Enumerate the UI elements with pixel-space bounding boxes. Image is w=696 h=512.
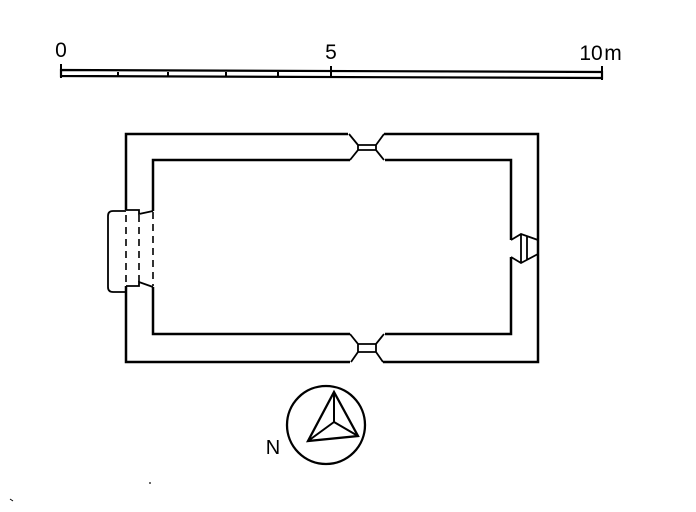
inner-wall [151, 158, 513, 336]
window-right [510, 233, 539, 265]
scale-label-5: 5 [325, 41, 337, 64]
scale-bar: 0 5 10 m [55, 39, 622, 80]
north-label: N [266, 437, 280, 459]
scan-specks [9, 482, 151, 502]
north-arrow: N [266, 384, 367, 466]
scale-bar-ticks [60, 64, 603, 80]
window-top [348, 133, 385, 161]
doorway-west-jambs [126, 209, 154, 288]
doorway-west-dashed [125, 212, 154, 286]
west-porch [107, 210, 126, 293]
window-bottom [349, 333, 385, 363]
outer-wall [124, 132, 540, 364]
scale-label-unit: m [604, 42, 622, 65]
scale-label-0: 0 [55, 39, 67, 62]
north-arrow-triangle [305, 389, 360, 443]
scale-label-10: 10 [579, 42, 602, 65]
north-arrow-inner-lines [307, 392, 359, 442]
building-plan [107, 132, 540, 364]
north-arrow-circle [285, 384, 367, 466]
